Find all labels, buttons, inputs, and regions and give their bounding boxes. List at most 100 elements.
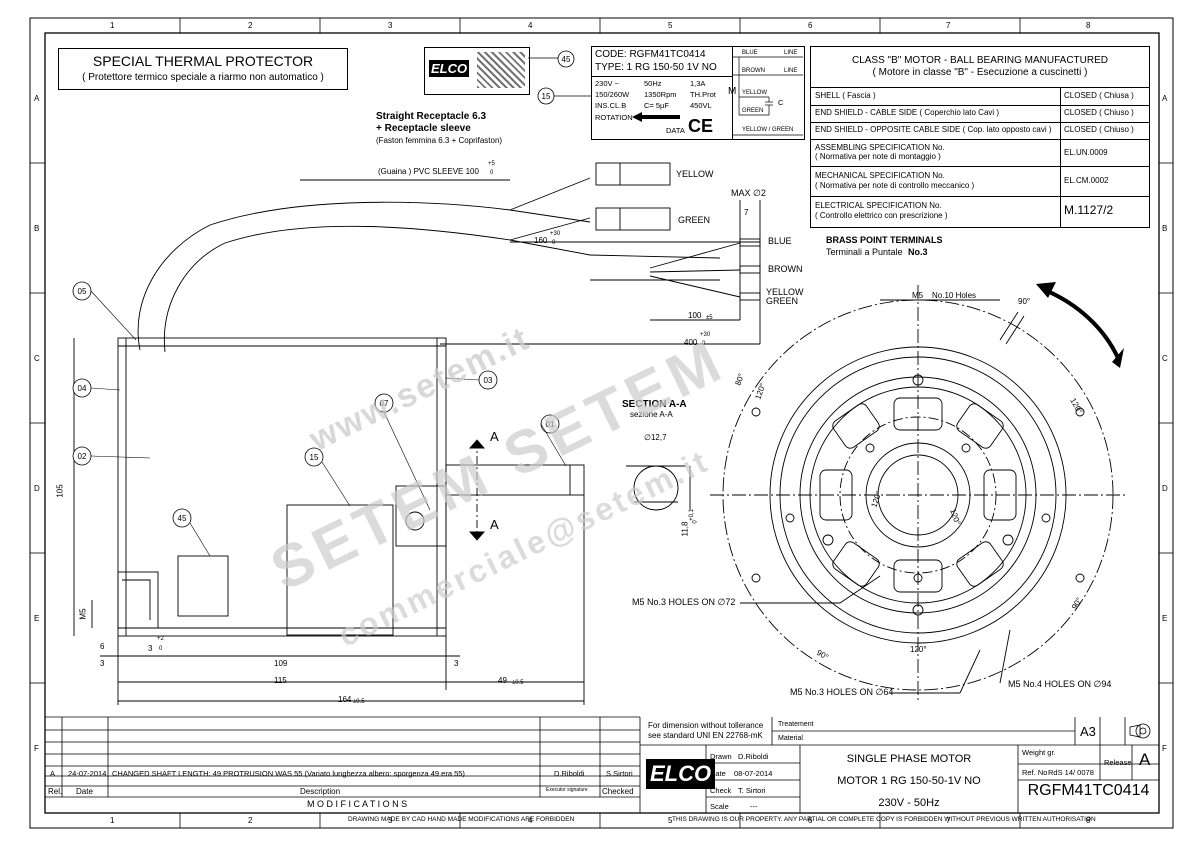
- wire-yellow-green: YELLOW / GREEN: [742, 127, 794, 133]
- svg-text:01: 01: [546, 420, 555, 429]
- wire-green-label: GREEN: [766, 296, 799, 306]
- spec-insulation: INS.CL.B: [595, 101, 627, 110]
- shaft-diameter: ∅12,7: [644, 433, 667, 442]
- svg-text:05: 05: [78, 287, 87, 296]
- col-label: 2: [248, 816, 253, 825]
- tolerance-standard: see standard UNI EN 22768-mK: [648, 731, 763, 740]
- row-label: E: [34, 614, 40, 623]
- spec-row-label: ASSEMBLING SPECIFICATION No.: [815, 143, 945, 152]
- tolerance: 0: [552, 240, 556, 246]
- col-label: 6: [808, 21, 813, 30]
- code-text: CODE: RGFM41TC0414: [595, 49, 706, 60]
- dim-400: 400: [684, 338, 698, 347]
- row-label: D: [1162, 484, 1168, 493]
- mod-rel: A: [50, 769, 56, 778]
- material-label: Material: [778, 735, 803, 742]
- dim-6: 6: [100, 642, 105, 651]
- tolerance: +5: [488, 161, 495, 167]
- row-label: F: [34, 744, 39, 753]
- col-label: 8: [1086, 21, 1091, 30]
- svg-text:04: 04: [78, 384, 87, 393]
- row-label: F: [1162, 744, 1167, 753]
- spec-cap-voltage: 450VL: [690, 101, 712, 110]
- sheet-size: A3: [1080, 724, 1096, 739]
- spec-row-value: CLOSED ( Chiuso ): [1064, 108, 1134, 117]
- col-label: 3: [388, 21, 393, 30]
- ce-mark: CE: [688, 116, 714, 136]
- spec-capacitor: C= 5µF: [644, 101, 669, 110]
- mod-checked: S.Sirtori: [606, 769, 633, 778]
- col-label: 1: [110, 816, 115, 825]
- dim-164: 164: [338, 695, 352, 704]
- col-label: 3: [388, 816, 393, 825]
- row-label: B: [34, 224, 40, 233]
- elco-logo-bottom: ELCO: [646, 759, 716, 789]
- tolerance: +30: [700, 332, 711, 338]
- svg-text:120°: 120°: [910, 645, 927, 654]
- tolerance: +2: [157, 636, 164, 642]
- spec-rpm: 1350Rpm: [644, 90, 677, 99]
- mod-description: CHANGED SHAFT LENGTH: 49 PROTRUSION WAS …: [112, 769, 465, 778]
- description-line3: 230V - 50Hz: [878, 797, 940, 809]
- svg-text:15: 15: [542, 92, 551, 101]
- col-label: 6: [808, 816, 813, 825]
- dim-115: 115: [274, 676, 287, 685]
- dim-3b: 3: [100, 659, 105, 668]
- spec-row-label: MECHANICAL SPECIFICATION No.: [815, 171, 945, 180]
- class-spec-table: CLASS "B" MOTOR - BALL BEARING MANUFACTU…: [810, 46, 1150, 228]
- description-line1: SINGLE PHASE MOTOR: [846, 753, 972, 765]
- tolerance: +30: [550, 231, 561, 237]
- tolerance: ±0.5: [353, 699, 365, 705]
- svg-text:45: 45: [178, 514, 187, 523]
- col-label: 4: [528, 21, 533, 30]
- spec-row-value: CLOSED ( Chiusa ): [1064, 91, 1134, 100]
- hdr-rel: Rel.: [48, 787, 63, 796]
- treatement-label: Treatement: [778, 721, 814, 728]
- row-label: A: [34, 94, 40, 103]
- spec-voltage: 230V ~: [595, 79, 619, 88]
- type-text: TYPE: 1 RG 150-50 1V NO: [595, 62, 717, 73]
- modifications-title: M O D I F I C A T I O N S: [307, 799, 408, 809]
- product-label-graphic: ELCO: [424, 47, 530, 95]
- col-label: 8: [1086, 816, 1091, 825]
- m5-holes-10: M5: [912, 291, 924, 300]
- footer-right: THIS DRAWING IS OUR PROPERTY. ANY PARTIA…: [672, 816, 1096, 823]
- row-label: A: [1162, 94, 1168, 103]
- wire-brown: BROWN: [742, 68, 765, 74]
- spec-row-value: EL.UN.0009: [1064, 148, 1108, 157]
- wire-blue-label: BLUE: [768, 236, 792, 246]
- class-header: CLASS "B" MOTOR - BALL BEARING MANUFACTU…: [851, 55, 1109, 66]
- dim-3c: 3: [454, 659, 459, 668]
- dim-109: 109: [274, 659, 288, 668]
- hdr-executor: Executor signature: [546, 787, 588, 793]
- hdr-date: Date: [76, 787, 93, 796]
- wire-line: LINE: [784, 68, 798, 74]
- svg-text:07: 07: [380, 399, 389, 408]
- wiring-schematic: [733, 56, 803, 136]
- ten-holes-label: No.10 Holes: [932, 291, 977, 300]
- scale-label: Scale: [710, 802, 729, 811]
- brass-terminals-it: Terminali a Puntale: [826, 247, 903, 257]
- drawn-label: Drawn: [710, 752, 732, 761]
- svg-text:15: 15: [310, 453, 319, 462]
- tolerance: ±0.5: [512, 680, 524, 686]
- brass-terminals-title: BRASS POINT TERMINALS: [826, 235, 943, 245]
- spec-row-label: ( Normativa per note di montaggio ): [815, 152, 941, 161]
- refno-label: Ref. No: [1022, 768, 1048, 777]
- receptacle-note: (Faston femmina 6.3 + Coprifaston): [376, 136, 503, 145]
- row-label: C: [34, 354, 40, 363]
- drawing-title: SPECIAL THERMAL PROTECTOR: [92, 53, 314, 69]
- elco-logo: ELCO: [429, 60, 470, 77]
- spec-frequency: 50Hz: [644, 79, 662, 88]
- svg-text:45: 45: [562, 55, 571, 64]
- certification-marks-icon: [477, 52, 525, 88]
- wire-yellow-label: YELLOW: [766, 287, 804, 297]
- hdr-description: Description: [300, 787, 341, 796]
- check-label: Check: [710, 786, 732, 795]
- row-label: E: [1162, 614, 1168, 623]
- tolerance: 0: [702, 341, 706, 347]
- row-label: C: [1162, 354, 1168, 363]
